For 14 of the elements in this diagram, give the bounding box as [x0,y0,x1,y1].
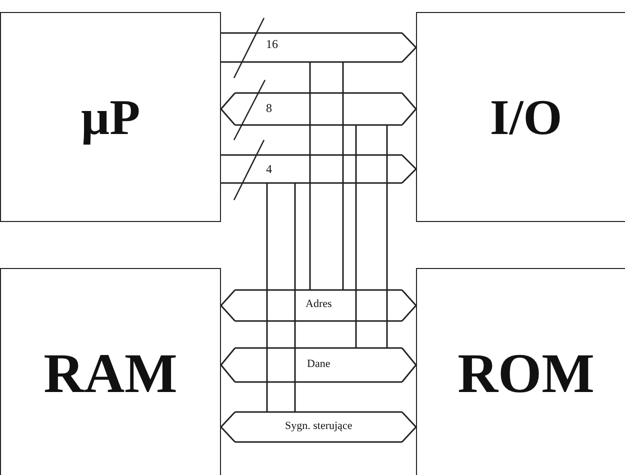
edge-label: Sygn. sterujące [285,420,352,432]
component-box [0,268,221,475]
component-box [416,268,625,475]
component-box [416,12,625,222]
edge-label: 8 [266,102,272,114]
component-label: µP [80,88,140,146]
component-box [0,12,221,222]
component-label: ROM [458,342,594,406]
edge-label: Adres [306,299,332,310]
component-label: RAM [44,342,178,406]
edge-label: 4 [266,163,272,175]
edge-label: Dane [307,358,330,370]
edge-label: 16 [266,38,278,50]
component-label: I/O [490,88,562,146]
